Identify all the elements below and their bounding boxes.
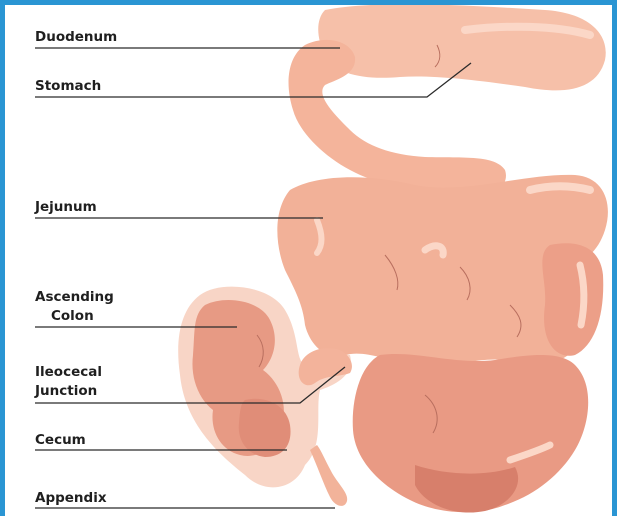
appendix-shape bbox=[310, 445, 347, 506]
label-ascending-colon: Ascending Colon bbox=[35, 288, 114, 326]
highlight-top-right bbox=[530, 186, 590, 190]
label-ileocecal-line2: Junction bbox=[35, 382, 102, 401]
highlight-right bbox=[580, 265, 584, 325]
label-appendix: Appendix bbox=[35, 489, 107, 508]
right-colon-shape bbox=[542, 243, 603, 355]
stomach-shape bbox=[318, 5, 606, 90]
label-ascending-line2: Colon bbox=[35, 307, 114, 326]
label-jejunum: Jejunum bbox=[35, 198, 97, 217]
label-ileocecal-junction: Ileocecal Junction bbox=[35, 363, 102, 401]
label-duodenum: Duodenum bbox=[35, 28, 117, 47]
label-cecum: Cecum bbox=[35, 431, 86, 450]
label-ascending-line1: Ascending bbox=[35, 288, 114, 307]
label-stomach: Stomach bbox=[35, 77, 101, 96]
label-ileocecal-line1: Ileocecal bbox=[35, 363, 102, 382]
